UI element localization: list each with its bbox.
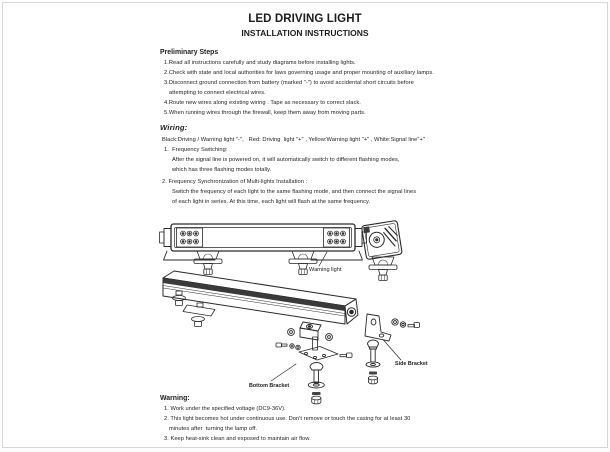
warning-item-1: 1. Work under the specified voltage (DC9…	[164, 406, 286, 412]
preliminary-step-1: 1.Read all instructions carefully and st…	[164, 60, 356, 66]
warning-led-cluster	[323, 227, 350, 248]
mounting-foot-left	[193, 250, 223, 275]
warning-item-3: 3. Keep heat-sink clean and exposed to m…	[164, 436, 311, 442]
bottom-bracket-diagram: Bottom Bracket	[249, 321, 353, 405]
right-end-cap	[354, 228, 363, 247]
preliminary-step-3-cont: attempting to connect electrical wires.	[169, 90, 266, 96]
corner-tab	[363, 226, 370, 234]
preliminary-step-4: 4.Route new wires along existing wiring …	[164, 100, 361, 106]
flat-nut	[369, 371, 377, 375]
wiring-item-1-cont-a: After the signal line is powered on, it …	[172, 157, 400, 163]
bottom-bracket-screw-right	[339, 352, 353, 358]
side-bracket-diagram: Side Bracket	[364, 313, 428, 385]
preliminary-steps-heading: Preliminary Steps	[160, 49, 219, 56]
perspective-foot-a	[172, 290, 186, 306]
preliminary-step-3: 3.Disconnect ground connection from batt…	[164, 80, 414, 86]
washer	[399, 321, 407, 328]
flat-nut	[312, 392, 321, 395]
center-stud	[312, 336, 318, 351]
driving-led-cluster	[176, 227, 203, 248]
bottom-bracket-screw-left	[275, 342, 301, 351]
wiring-item-1-cont-b: which has three flashing modes totally.	[172, 167, 272, 173]
bottom-bracket-bolt	[307, 362, 325, 405]
doc-title: LED DRIVING LIGHT	[248, 13, 362, 25]
installation-diagram: Warning light	[159, 220, 428, 405]
washer	[391, 318, 399, 326]
perspective-view-diagram	[162, 270, 359, 327]
side-bracket-label: Side Bracket	[395, 361, 428, 367]
washer	[287, 328, 295, 336]
side-bracket-screw	[407, 322, 420, 328]
perspective-end-cap	[344, 298, 359, 325]
side-bracket-bolt	[365, 339, 381, 385]
lens-ridge-band	[163, 278, 345, 311]
bottom-bracket-label: Bottom Bracket	[249, 383, 289, 389]
left-wire	[163, 250, 216, 261]
lens-circle	[368, 231, 385, 248]
wiring-heading: Wiring:	[160, 123, 188, 132]
front-view-diagram: Warning light	[159, 223, 367, 275]
preliminary-step-5: 5.When running wires through the firewal…	[164, 110, 366, 116]
warning-item-2: 2. This light becomes hot under continuo…	[164, 416, 411, 422]
wiring-item-2: 2. Frequency Synchronization of Multi-li…	[162, 179, 308, 185]
end-view-diagram	[361, 220, 403, 281]
doc-subtitle: INSTALLATION INSTRUCTIONS	[241, 28, 369, 38]
warning-heading: Warning:	[160, 395, 190, 402]
warning-light-leader-line	[318, 251, 328, 267]
wiring-item-2-cont-a: Switch the frequency of each light to th…	[172, 189, 417, 195]
left-end-cap	[163, 228, 172, 247]
perspective-foot-b	[182, 302, 216, 327]
hex-nut	[367, 375, 379, 385]
warning-item-2-cont: minutes after turning the lamp off.	[169, 426, 258, 432]
wiring-section: Wiring: Black:Driving / Warning light "-…	[160, 122, 425, 207]
washer	[325, 333, 333, 341]
warning-section: Warning: 1. Work under the specified vol…	[160, 394, 410, 444]
side-bracket-shape	[364, 313, 392, 342]
wiring-item-1: 1. Frequency Switching:	[164, 147, 228, 153]
reflector-fin	[384, 227, 397, 242]
bottom-bracket-plate	[298, 346, 339, 361]
bottom-bracket-leader-line	[270, 363, 297, 382]
warning-light-label: Warning light	[309, 267, 342, 273]
end-view-foot	[368, 256, 398, 281]
right-wire	[310, 250, 363, 261]
side-bracket-leader-line	[382, 339, 402, 361]
preliminary-step-2: 2.Check with state and local authorities…	[164, 70, 434, 76]
preliminary-steps-section: Preliminary Steps 1.Read all instruction…	[160, 48, 434, 118]
wiring-color-legend: Black:Driving / Warning light "-", Red: …	[162, 137, 425, 143]
wiring-item-2-cont-b: of each light in series. At this time, e…	[172, 199, 371, 205]
